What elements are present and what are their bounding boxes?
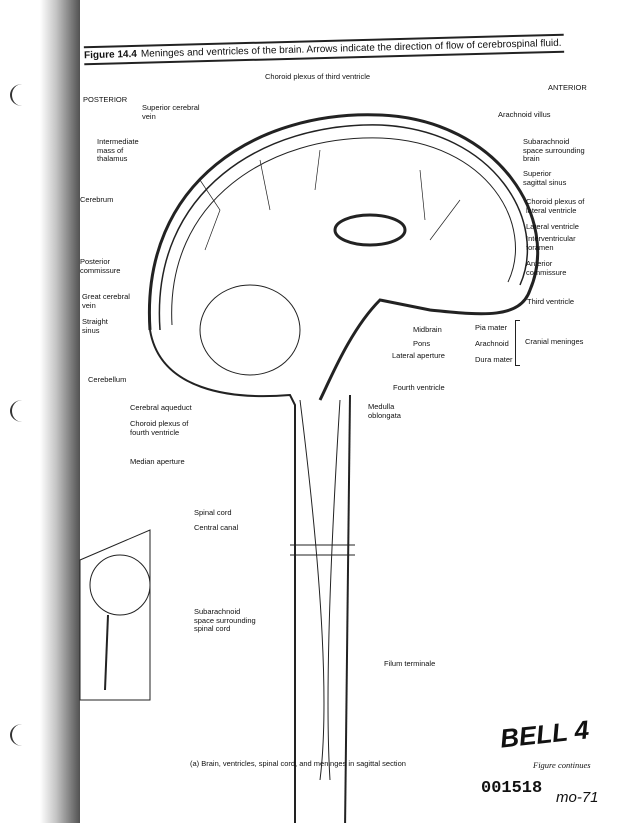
label-arachnoid: Arachnoid: [475, 339, 509, 348]
label-subarachnoid-spinal: Subarachnoid space surrounding spinal co…: [194, 607, 256, 633]
label-fourth-ventricle: Fourth ventricle: [393, 383, 445, 392]
figure-continues: Figure continues: [533, 760, 591, 770]
label-choroid-plexus-third: Choroid plexus of third ventricle: [265, 72, 371, 81]
label-lateral-aperture: Lateral aperture: [392, 351, 445, 360]
label-superior-cerebral-vein: Superior cerebral vein: [142, 103, 200, 121]
stamp-number: 001518: [481, 779, 543, 798]
label-midbrain: Midbrain: [413, 325, 442, 334]
punch-hole: [10, 724, 34, 746]
label-cerebral-aqueduct: Cerebral aqueduct: [130, 403, 192, 412]
label-spinal-cord: Spinal cord: [194, 508, 232, 517]
label-cerebrum: Cerebrum: [80, 195, 114, 204]
label-third-ventricle: Third ventricle: [527, 297, 575, 306]
label-posterior-commissure: Posterior commissure: [80, 257, 121, 275]
punch-hole: [10, 84, 34, 106]
label-pons: Pons: [413, 339, 431, 348]
posterior-label: POSTERIOR: [83, 95, 128, 104]
punch-hole: [10, 400, 34, 422]
binding-shadow: [40, 0, 80, 823]
sub-caption: (a) Brain, ventricles, spinal cord, and …: [190, 759, 406, 768]
label-cranial-meninges: Cranial meninges: [525, 337, 584, 346]
label-filum-terminale: Filum terminale: [384, 659, 436, 668]
label-superior-sagittal-sinus: Superior sagittal sinus: [523, 169, 567, 187]
label-pia-mater: Pia mater: [475, 323, 508, 332]
label-intermediate-mass: Intermediate mass of thalamus: [97, 137, 139, 163]
label-dura-mater: Dura mater: [475, 355, 513, 364]
meninges-bracket: [515, 320, 520, 366]
label-lateral-ventricle: Lateral ventricle: [526, 222, 579, 231]
label-interventricular-foramen: Interventricular foramen: [526, 234, 576, 252]
label-choroid-plexus-fourth: Choroid plexus of fourth ventricle: [130, 419, 189, 437]
label-median-aperture: Median aperture: [130, 457, 185, 466]
label-cerebellum: Cerebellum: [88, 375, 127, 384]
label-subarachnoid-brain: Subarachnoid space surrounding brain: [523, 137, 585, 163]
label-central-canal: Central canal: [194, 523, 239, 532]
handwritten-code: mo-71: [556, 789, 599, 806]
label-straight-sinus: Straight sinus: [82, 317, 108, 335]
label-anterior-commissure: Anterior commissure: [526, 259, 567, 277]
label-medulla-oblongata: Medulla oblongata: [368, 402, 401, 420]
label-choroid-plexus-lateral: Choroid plexus of lateral ventricle: [526, 197, 585, 215]
label-great-cerebral-vein: Great cerebral vein: [82, 292, 130, 310]
anterior-label: ANTERIOR: [548, 83, 587, 92]
label-arachnoid-villus: Arachnoid villus: [498, 110, 551, 119]
